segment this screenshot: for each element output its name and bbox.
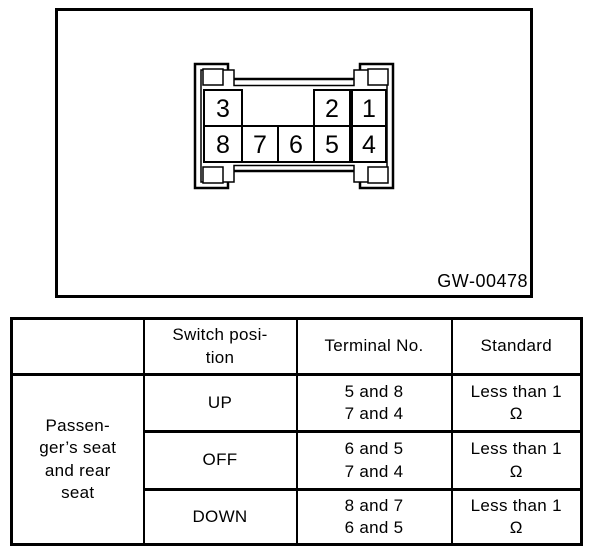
switch-position-cell: OFF bbox=[142, 430, 298, 491]
figure-code-label: GW-00478 bbox=[437, 271, 528, 292]
header-cell-terminal-no: Terminal No. bbox=[295, 317, 453, 376]
table-header-row: Switch posi- tion Terminal No. Standard bbox=[10, 317, 583, 376]
row-group-label: Passen- ger’s seat and rear seat bbox=[10, 373, 145, 546]
header-cell-empty bbox=[10, 317, 145, 376]
figure-box: GW-00478 bbox=[55, 8, 533, 298]
table-row-off: OFF 6 and 5 7 and 4 Less than 1 Ω bbox=[12, 430, 583, 491]
switch-continuity-table: Switch posi- tion Terminal No. Standard … bbox=[10, 317, 583, 546]
terminal-no-cell: 8 and 7 6 and 5 bbox=[295, 488, 453, 546]
table-row-up: Passen- ger’s seat and rear seat UP 5 an… bbox=[10, 373, 583, 546]
standard-cell: Less than 1 Ω bbox=[450, 373, 583, 433]
table-row-down: DOWN 8 and 7 6 and 5 Less than 1 Ω bbox=[12, 488, 583, 546]
standard-cell: Less than 1 Ω bbox=[450, 430, 583, 491]
header-cell-switch-position: Switch posi- tion bbox=[142, 317, 298, 376]
switch-position-cell: UP bbox=[142, 373, 298, 433]
standard-cell: Less than 1 Ω bbox=[450, 488, 583, 546]
header-cell-standard: Standard bbox=[450, 317, 583, 376]
terminal-no-cell: 6 and 5 7 and 4 bbox=[295, 430, 453, 491]
switch-position-cell: DOWN bbox=[142, 488, 298, 546]
terminal-no-cell: 5 and 8 7 and 4 bbox=[295, 373, 453, 433]
